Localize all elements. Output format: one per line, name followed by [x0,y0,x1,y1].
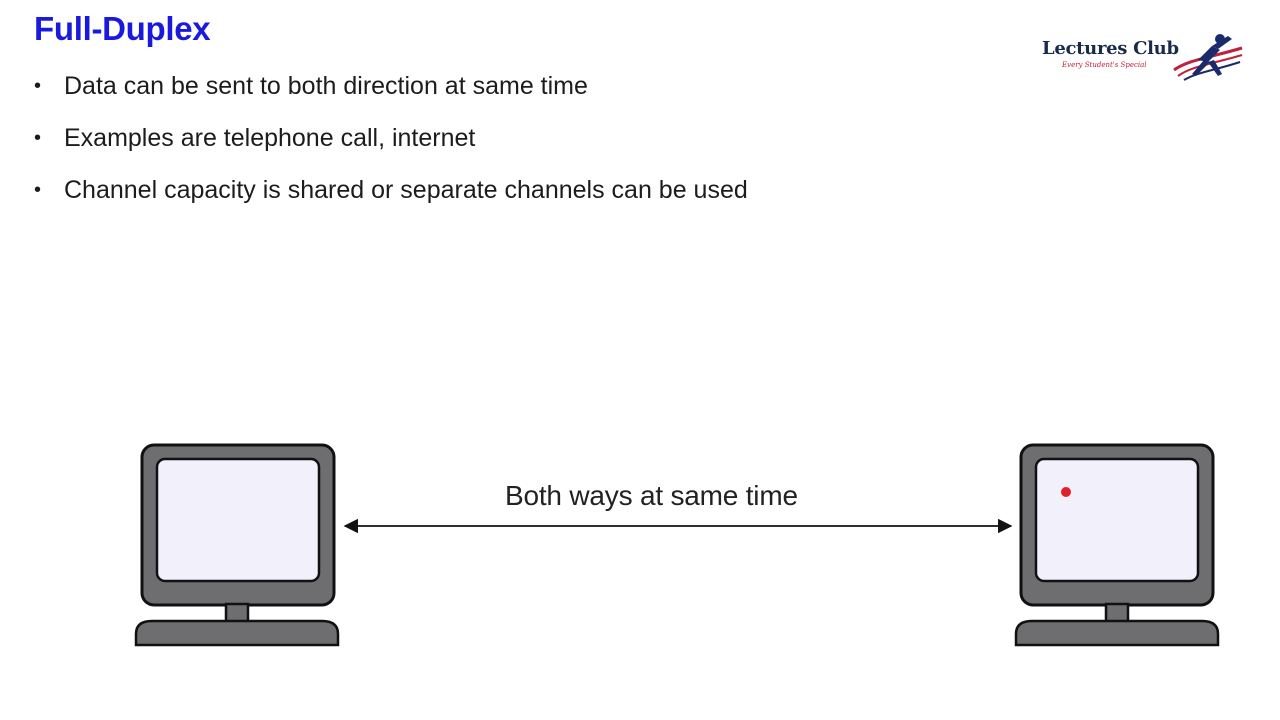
bullet-dot-icon: • [34,127,42,149]
slide-title: Full-Duplex [34,10,211,47]
bullet-item: • Channel capacity is shared or separate … [34,170,774,211]
monitor-base [134,619,340,647]
arrow-label: Both ways at same time [505,480,798,511]
bullet-item: • Examples are telephone call, internet [34,118,774,159]
pointer-dot-icon [1061,487,1071,497]
computer-left-icon [134,443,340,647]
computer-right-icon [1014,443,1220,647]
monitor-screen [155,457,321,583]
monitor-base [1014,619,1220,647]
bullet-text: Examples are telephone call, internet [64,124,476,152]
bullet-dot-icon: • [34,179,42,201]
logo-name: Lectures Club [1042,38,1179,59]
lectures-club-logo: Lectures Club Every Student's Special [1040,30,1250,86]
bullet-item: • Data can be sent to both direction at s… [34,66,774,107]
logo-tagline: Every Student's Special [1062,61,1147,69]
monitor-screen [1034,457,1200,583]
running-figure-icon [1173,34,1243,81]
bullet-text: Data can be sent to both direction at sa… [64,72,588,100]
bullet-list: • Data can be sent to both direction at s… [34,66,774,222]
bullet-text: Channel capacity is shared or separate c… [64,176,748,204]
bullet-dot-icon: • [34,75,42,97]
